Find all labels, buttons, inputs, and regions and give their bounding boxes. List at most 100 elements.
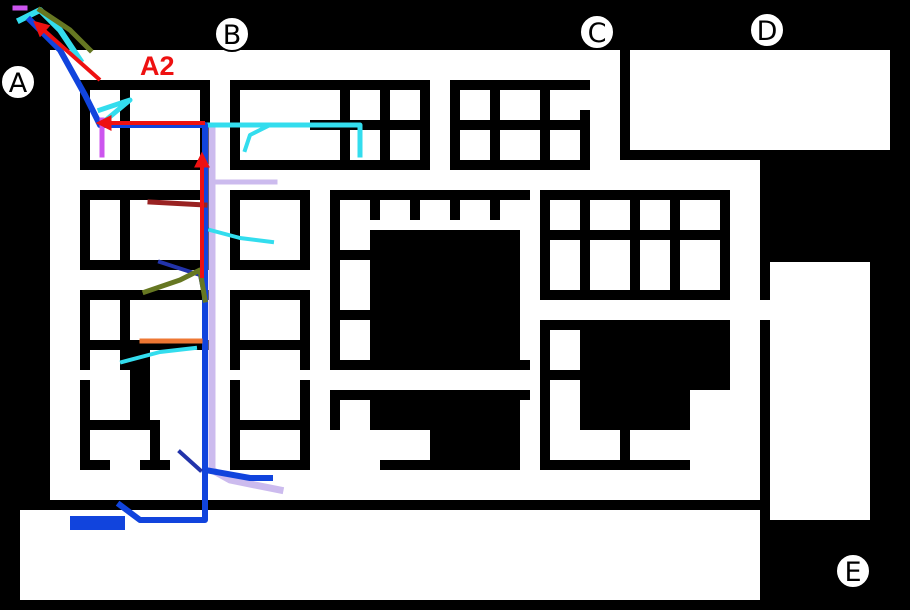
wall <box>330 390 530 400</box>
wall <box>450 80 460 170</box>
wall <box>490 200 500 220</box>
wall <box>80 290 90 370</box>
wall <box>130 350 150 420</box>
south-dark-room-2 <box>430 430 520 460</box>
trajectory-blue-end <box>70 516 125 530</box>
wall <box>540 290 730 300</box>
marker-circle <box>214 16 250 52</box>
wall <box>140 460 170 470</box>
trajectory-cyan-2 <box>242 122 273 153</box>
south-corridor-floor <box>20 510 760 600</box>
wall <box>230 80 300 90</box>
wall <box>540 190 550 300</box>
wall <box>80 160 210 170</box>
trajectory-darkred <box>147 199 208 208</box>
wall <box>300 190 310 270</box>
marker-circle <box>0 64 36 100</box>
wall <box>450 160 590 170</box>
trajectory-navy-2 <box>177 449 203 473</box>
trajectory-olive-start <box>36 6 94 54</box>
marker-circle <box>749 12 785 48</box>
wall <box>630 200 640 300</box>
wall <box>580 200 590 300</box>
wall <box>460 120 590 130</box>
wall <box>230 190 310 200</box>
wall <box>550 370 580 380</box>
wall <box>720 190 730 300</box>
wall <box>80 290 210 300</box>
wall <box>310 120 420 130</box>
wall <box>80 190 90 270</box>
marker-circle <box>579 14 615 50</box>
wall <box>540 190 730 200</box>
marker-B: B <box>214 16 250 52</box>
wall <box>330 390 340 430</box>
wall <box>540 320 550 470</box>
marker-label: A <box>9 68 28 99</box>
wall <box>230 290 240 370</box>
marker-label: C <box>588 18 607 49</box>
wall <box>80 80 210 90</box>
wall <box>230 160 330 170</box>
marker-circle <box>835 553 871 589</box>
marker-label: D <box>757 16 778 47</box>
wall <box>330 360 530 370</box>
east-dark-room-2 <box>580 390 690 430</box>
trajectory-blue-tail <box>201 466 273 481</box>
northeast-block-floor <box>630 50 890 150</box>
wall <box>540 230 730 240</box>
marker-C: C <box>579 14 615 50</box>
marker-A: A <box>0 64 36 100</box>
wall <box>120 290 130 370</box>
wall <box>420 80 430 170</box>
wall <box>540 320 730 330</box>
trajectory-cyan-start <box>15 7 85 65</box>
wall <box>80 420 160 430</box>
outer-wall-notch <box>620 150 670 160</box>
outer-wall-south <box>50 500 760 510</box>
wall <box>330 190 340 370</box>
central-dark-room <box>370 230 520 360</box>
trajectory-cyan-4 <box>119 345 198 365</box>
wall <box>580 110 590 170</box>
arrow-label: A2 <box>140 51 175 81</box>
wall <box>150 420 160 470</box>
wall <box>620 430 630 470</box>
wall <box>410 200 420 220</box>
wall <box>670 200 680 300</box>
wall <box>340 250 370 260</box>
wall <box>340 310 370 320</box>
wall <box>300 290 310 370</box>
interior-walls <box>50 50 760 510</box>
marker-label: E <box>844 557 861 588</box>
wall <box>80 460 110 470</box>
route-arrows <box>33 20 210 278</box>
connector-east <box>760 300 770 320</box>
marker-label: B <box>223 20 242 51</box>
east-dark-room <box>580 330 730 390</box>
wall <box>230 420 310 430</box>
east-block-floor <box>770 262 870 520</box>
wall <box>230 260 310 270</box>
wall <box>450 200 460 220</box>
wall <box>80 80 90 170</box>
south-dark-room <box>370 400 520 430</box>
wall <box>230 190 240 270</box>
wall <box>120 190 130 270</box>
marker-D: D <box>749 12 785 48</box>
wall <box>80 260 210 270</box>
trajectory-olive <box>141 267 208 303</box>
wall <box>80 340 210 350</box>
wall <box>330 190 530 200</box>
wall <box>450 80 590 90</box>
wall <box>330 160 430 170</box>
marker-E: E <box>835 553 871 589</box>
wall <box>380 460 520 470</box>
trajectory-cyan-3 <box>207 227 275 245</box>
wall <box>540 460 690 470</box>
wall <box>300 80 430 90</box>
wall <box>230 290 310 300</box>
wall <box>80 190 210 200</box>
outer-wall-notch-2 <box>700 150 760 160</box>
